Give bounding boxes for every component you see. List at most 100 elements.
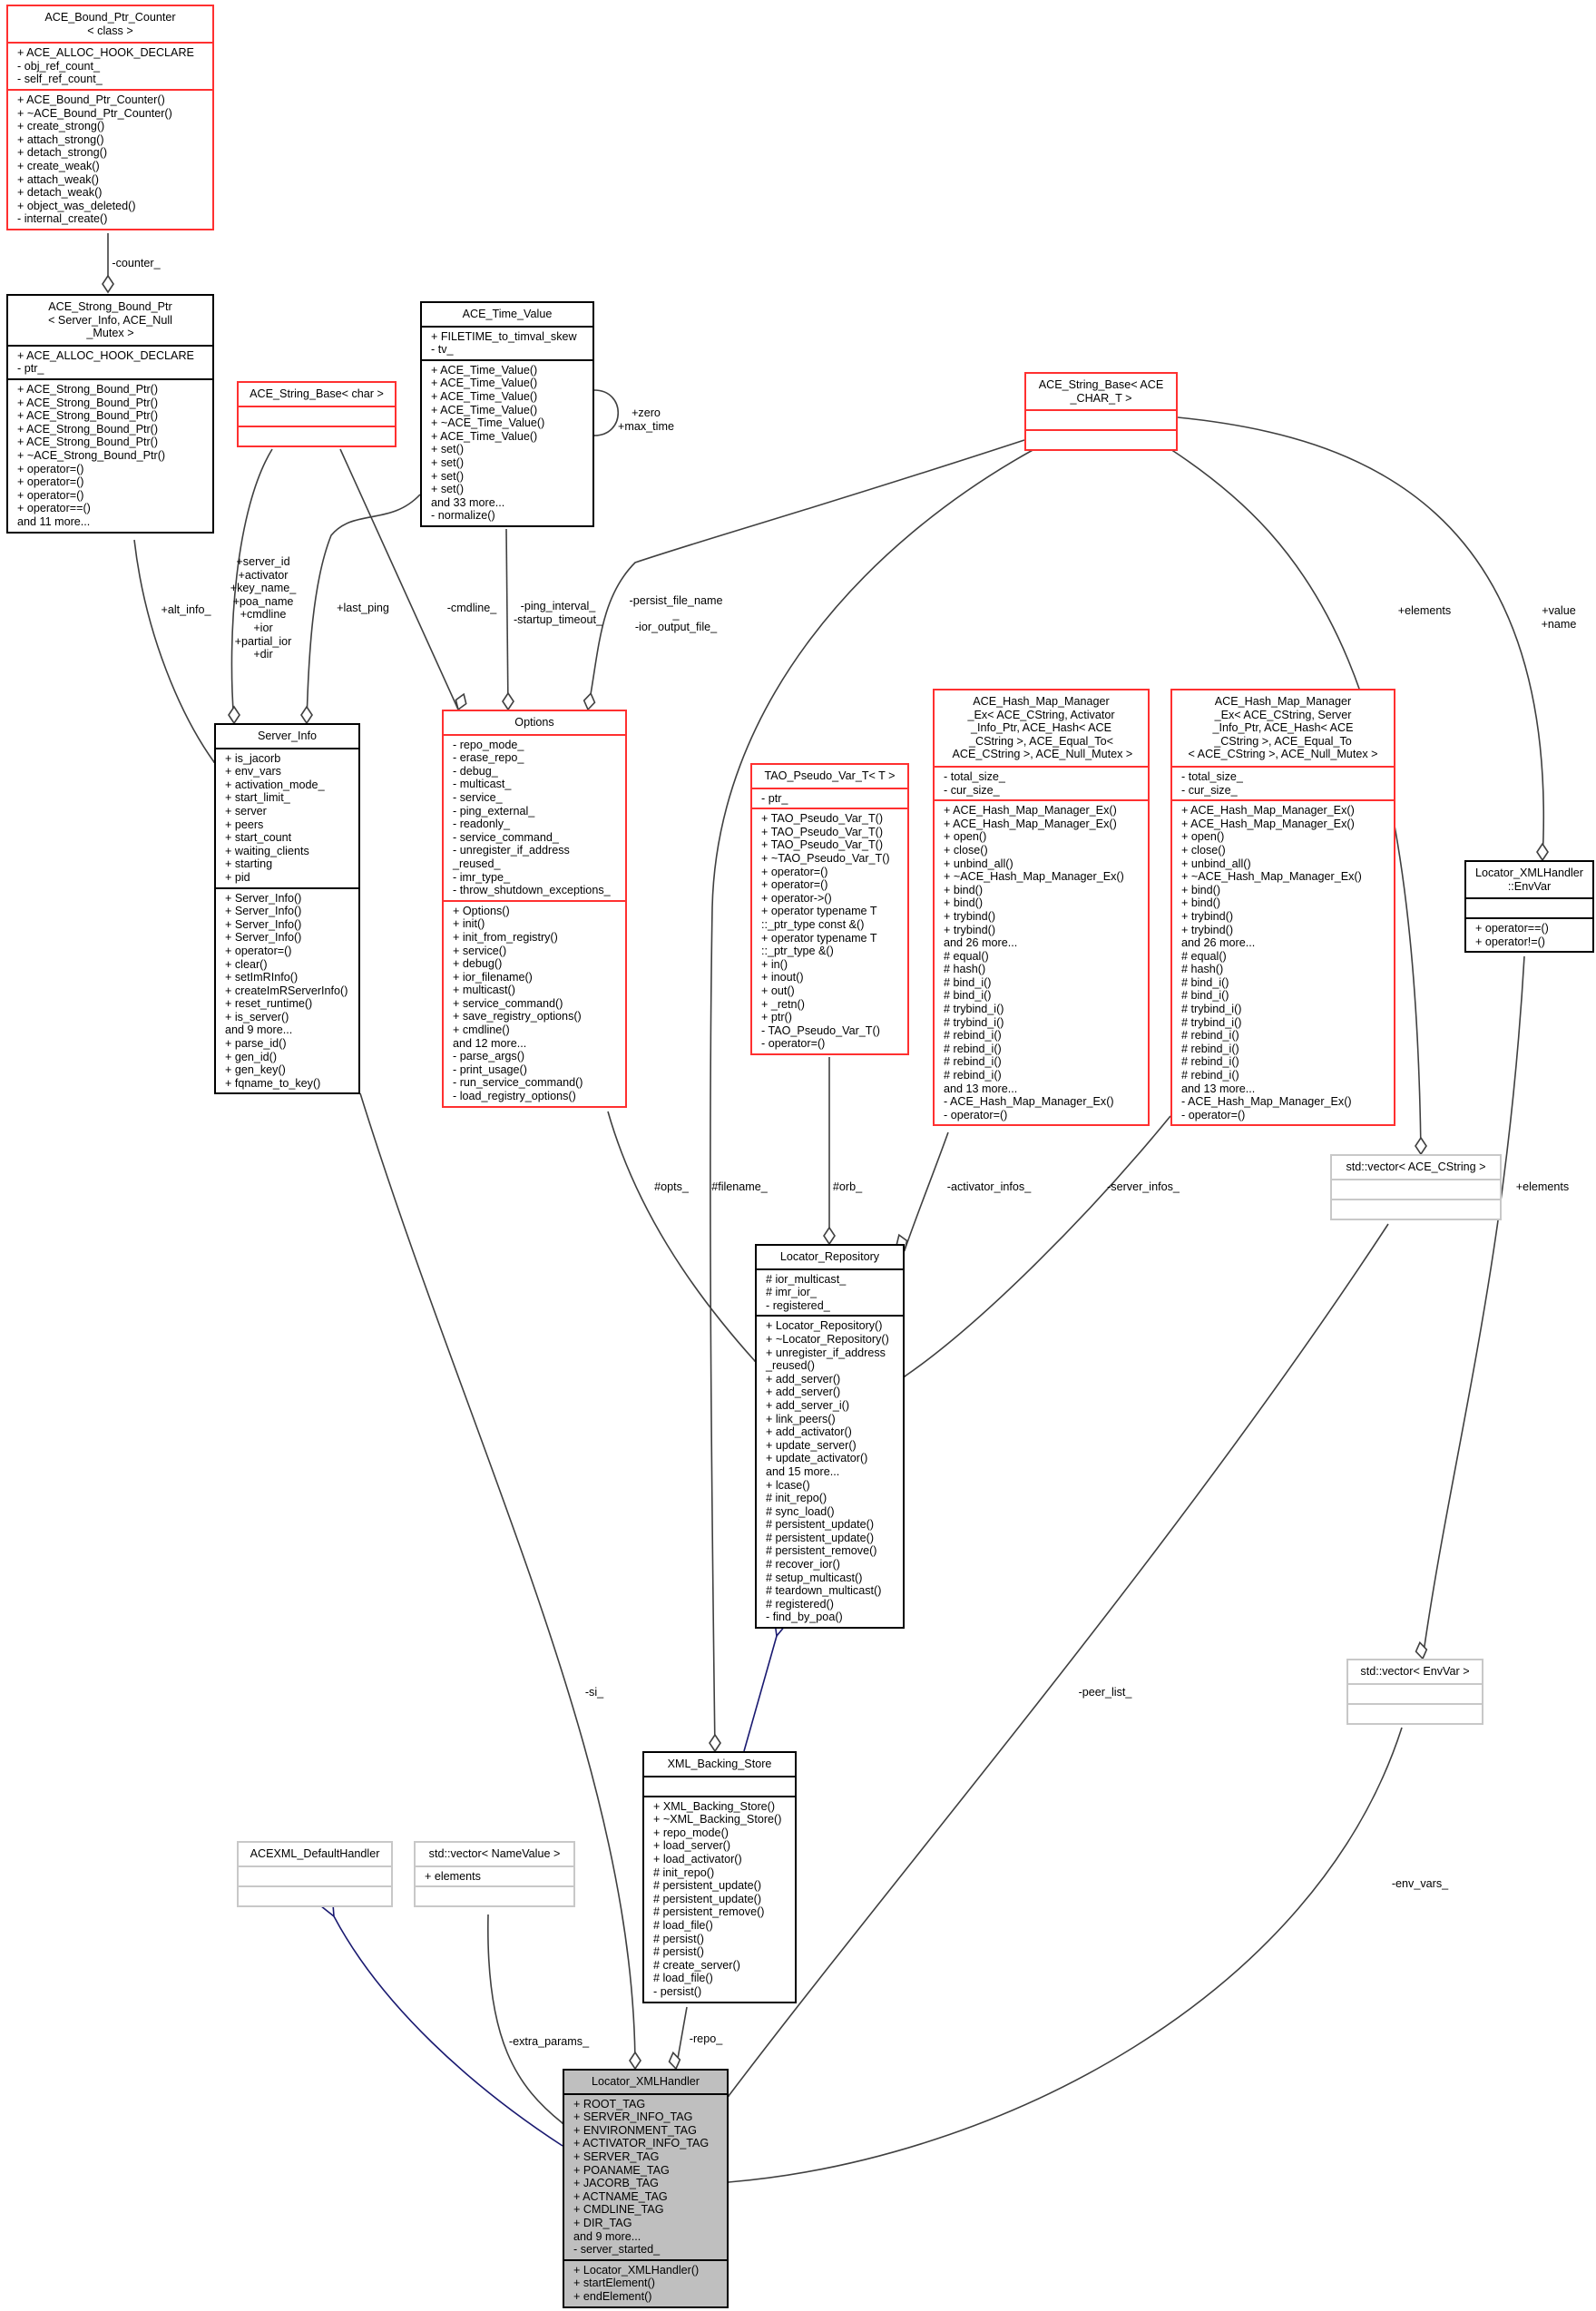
methods-line: # teardown_multicast()	[766, 1584, 882, 1598]
class-title-section: TAO_Pseudo_Var_T< T >	[752, 765, 907, 788]
usage-edge	[339, 448, 459, 710]
methods-line: + startElement()	[573, 2277, 655, 2290]
methods-line: + operator=()	[17, 475, 84, 489]
methods-section	[1026, 429, 1176, 449]
usage-edge	[607, 1111, 756, 1362]
methods-line: # persist()	[653, 1932, 704, 1945]
attributes-line: + is_jacorb	[225, 751, 281, 765]
usage-edge	[1177, 416, 1545, 861]
attributes-line: - tv_	[431, 343, 454, 357]
usage-edge	[133, 539, 215, 763]
methods-line: + TAO_Pseudo_Var_T()	[761, 825, 884, 838]
class-box-strong-bound-ptr[interactable]: ACE_Strong_Bound_Ptr< Server_Info, ACE_N…	[6, 294, 214, 534]
edge-label: -activator_infos_	[946, 1180, 1032, 1193]
class-box-time-value[interactable]: ACE_Time_Value + FILETIME_to_timval_skew-…	[420, 301, 594, 527]
methods-line: + trybind()	[1181, 909, 1234, 923]
class-title-line: Options	[514, 716, 554, 729]
class-box-vector-namevalue[interactable]: std::vector< NameValue >+ elements	[414, 1841, 575, 1908]
attributes-line: - cur_size_	[944, 783, 1000, 797]
methods-line: + ptr()	[761, 1011, 792, 1024]
class-box-options[interactable]: Options- repo_mode_- erase_repo_- debug_…	[442, 710, 627, 1108]
attributes-section: + is_jacorb+ env_vars+ activation_mode_+…	[216, 747, 358, 887]
methods-line: + link_peers()	[766, 1412, 836, 1425]
aggregation-diamond-icon	[823, 1226, 836, 1246]
methods-line: # load_file()	[653, 1918, 713, 1932]
class-title-line: ACE_Bound_Ptr_Counter	[44, 11, 176, 24]
class-title-section: XML_Backing_Store	[644, 1753, 795, 1776]
class-title-section: std::vector< ACE_CString >	[1332, 1156, 1500, 1179]
class-title-line: _CString >, ACE_Equal_To<	[969, 734, 1113, 748]
class-box-hash-map-server[interactable]: ACE_Hash_Map_Manager_Ex< ACE_CString, Se…	[1170, 689, 1395, 1127]
edge-label: +elements	[1515, 1180, 1570, 1193]
methods-line: # bind_i()	[944, 975, 992, 989]
edge-label: -extra_params_	[508, 2035, 590, 2048]
methods-line: + init()	[453, 917, 485, 931]
methods-line: # rebind_i()	[1181, 1069, 1239, 1082]
class-title-line: ACE_String_Base< ACE	[1038, 378, 1164, 391]
edge-label: -si_	[584, 1686, 604, 1699]
methods-line: and 11 more...	[17, 514, 91, 528]
methods-line: + close()	[1181, 843, 1226, 857]
class-title-line: ACE_Time_Value	[462, 308, 553, 320]
aggregation-diamond-icon	[1536, 842, 1549, 862]
attributes-section	[239, 1865, 391, 1885]
methods-line: + ACE_Time_Value()	[431, 363, 538, 377]
methods-line: # trybind_i()	[944, 1003, 1004, 1016]
class-title-section: ACEXML_DefaultHandler	[239, 1843, 391, 1865]
class-title-line: ACE_CString >, ACE_Null_Mutex >	[949, 748, 1133, 761]
methods-line: + open()	[1181, 830, 1225, 844]
methods-line: # sync_load()	[766, 1504, 835, 1518]
methods-line: # init_repo()	[766, 1492, 827, 1505]
class-title-section: Options	[444, 711, 625, 734]
class-title-section: ACE_Strong_Bound_Ptr< Server_Info, ACE_N…	[8, 296, 212, 345]
usage-edge	[593, 389, 619, 436]
class-box-bound-ptr-counter[interactable]: ACE_Bound_Ptr_Counter< class >+ ACE_ALLO…	[6, 5, 214, 230]
class-title-line: std::vector< ACE_CString >	[1346, 1160, 1486, 1173]
class-box-locator-repository[interactable]: Locator_Repository# ior_multicast_# imr_…	[755, 1244, 905, 1630]
class-box-vector-cstring[interactable]: std::vector< ACE_CString >	[1330, 1154, 1502, 1220]
methods-line: # persistent_update()	[766, 1531, 875, 1544]
edge-label: -counter_	[112, 257, 161, 269]
methods-line: # persistent_update()	[653, 1892, 762, 1905]
methods-line: + setImRInfo()	[225, 971, 299, 984]
class-box-locator-xmlhandler[interactable]: Locator_XMLHandler+ ROOT_TAG+ SERVER_INF…	[563, 2069, 729, 2308]
class-title-line: _CString >, ACE_Equal_To	[1214, 734, 1352, 748]
class-box-tao-pseudo-var[interactable]: TAO_Pseudo_Var_T< T >- ptr_+ TAO_Pseudo_…	[750, 763, 909, 1055]
methods-line: + ACE_Strong_Bound_Ptr()	[17, 409, 159, 423]
attributes-line: - total_size_	[944, 769, 1005, 783]
class-box-string-base-char[interactable]: ACE_String_Base< char >	[237, 381, 397, 447]
class-box-string-base-ace-char[interactable]: ACE_String_Base< ACE_CHAR_T >	[1024, 372, 1178, 452]
methods-line: ::_ptr_type const &()	[761, 917, 865, 931]
methods-line: + multicast()	[453, 984, 515, 997]
methods-line: + open()	[944, 830, 987, 844]
methods-line: + clear()	[225, 957, 268, 971]
class-box-env-var[interactable]: Locator_XMLHandler::EnvVar+ operator==()…	[1464, 860, 1594, 954]
attributes-line: - repo_mode_	[453, 738, 524, 751]
methods-line: - print_usage()	[453, 1062, 527, 1076]
class-box-hash-map-activator[interactable]: ACE_Hash_Map_Manager_Ex< ACE_CString, Ac…	[933, 689, 1150, 1127]
methods-line: - normalize()	[431, 509, 495, 523]
methods-line: - find_by_poa()	[766, 1611, 843, 1624]
class-box-xml-backing-store[interactable]: XML_Backing_Store+ XML_Backing_Store()+ …	[642, 1751, 797, 2003]
attributes-section: + FILETIME_to_timval_skew- tv_	[422, 325, 592, 359]
attributes-section	[1332, 1178, 1500, 1199]
methods-line: + Locator_XMLHandler()	[573, 2263, 700, 2277]
methods-line: _reused()	[766, 1359, 815, 1373]
methods-line: + ACE_Bound_Ptr_Counter()	[17, 93, 165, 106]
methods-line: + gen_key()	[225, 1063, 286, 1077]
methods-line: # rebind_i()	[944, 1055, 1002, 1069]
edge-label: -server_infos_	[1107, 1180, 1180, 1193]
class-box-acexml-default-handler[interactable]: ACEXML_DefaultHandler	[237, 1841, 393, 1907]
methods-line: + ~ACE_Hash_Map_Manager_Ex()	[944, 870, 1124, 884]
methods-line: + ~ACE_Hash_Map_Manager_Ex()	[1181, 870, 1362, 884]
methods-section: + ACE_Bound_Ptr_Counter()+ ~ACE_Bound_Pt…	[8, 88, 212, 229]
attributes-line: + JACORB_TAG	[573, 2177, 659, 2190]
aggregation-diamond-icon	[228, 705, 240, 725]
methods-line: + unregister_if_address	[766, 1346, 886, 1359]
class-box-vector-envvar[interactable]: std::vector< EnvVar >	[1346, 1659, 1483, 1725]
class-box-server-info[interactable]: Server_Info+ is_jacorb+ env_vars+ activa…	[214, 723, 360, 1095]
attributes-line: + ACE_ALLOC_HOOK_DECLARE	[17, 348, 194, 362]
aggregation-diamond-icon	[668, 2051, 681, 2071]
edge-label: -env_vars_	[1391, 1877, 1449, 1890]
methods-line: + attach_strong()	[17, 132, 104, 146]
